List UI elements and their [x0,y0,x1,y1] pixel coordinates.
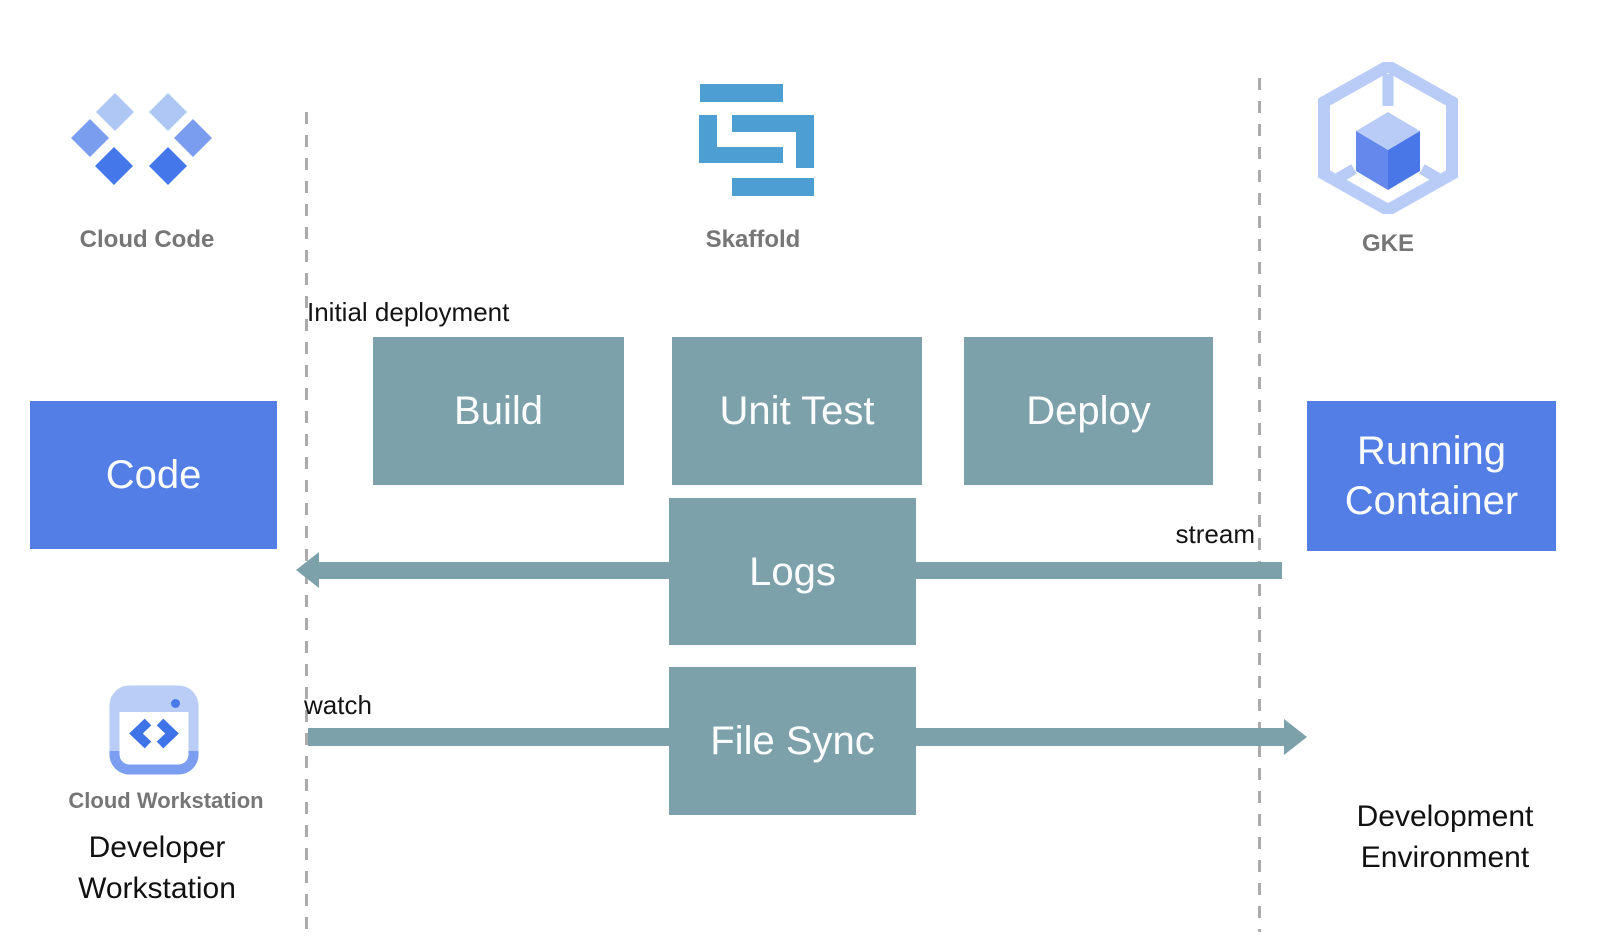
cloud-workstation-label: Cloud Workstation [68,788,264,813]
developer-workstation-label: Developer Workstation [78,831,236,905]
gke-label: GKE [1361,230,1414,257]
watch-label: watch [304,690,372,720]
skaffold-label: Skaffold [705,226,801,253]
gke-icon [1318,62,1458,214]
skaffold-icon [699,84,814,196]
cloud-code-icon [71,93,212,185]
logs-box: Logs [669,498,916,645]
watch-arrowhead-icon [1284,719,1307,755]
lane-divider-right [1258,78,1261,932]
deploy-box: Deploy [964,337,1213,485]
stream-arrowhead-icon [296,552,319,588]
unit-test-box: Unit Test [672,337,922,485]
running-container-box: Running Container [1307,401,1556,551]
stream-label: stream [1175,519,1255,549]
development-environment-label: Development Environment [1356,800,1534,874]
lane-divider-left [305,112,308,932]
file-sync-box: File Sync [669,667,916,815]
cloud-code-label: Cloud Code [79,226,215,253]
initial-deployment-label: Initial deployment [307,297,510,327]
code-box: Code [30,401,277,549]
cloud-workstation-icon [109,685,199,775]
build-box: Build [373,337,624,485]
